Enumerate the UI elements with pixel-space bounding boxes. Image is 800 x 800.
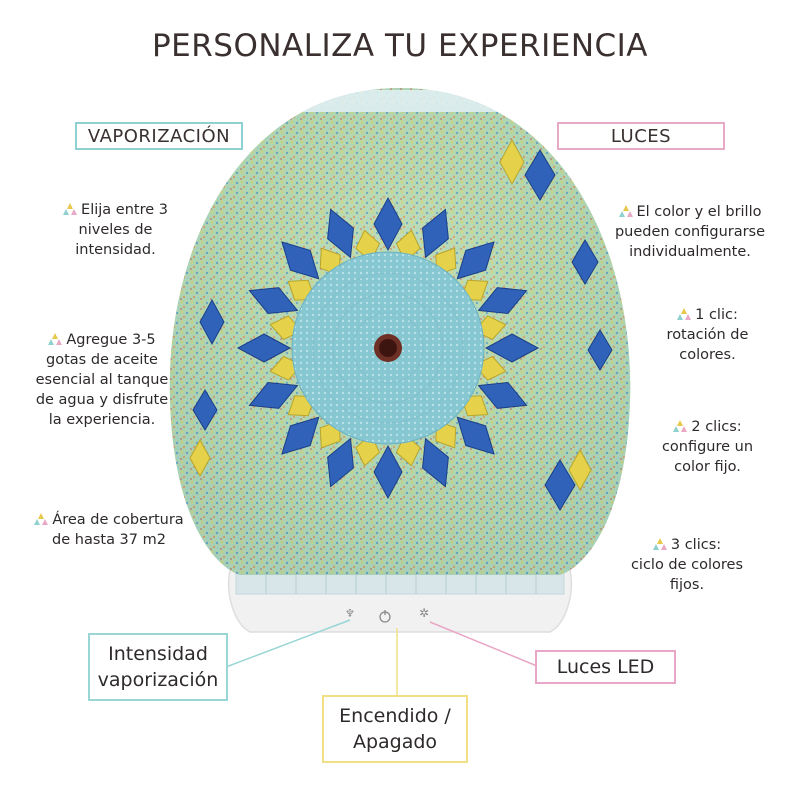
section-luces: LUCES xyxy=(557,122,725,150)
vapor-point-3: Área de cobertura de hasta 37 m2 xyxy=(24,510,194,550)
luces-point-2: 1 clic: rotación de colores. xyxy=(666,307,749,363)
sparkle-icon xyxy=(618,205,633,217)
luces-point-1: El color y el brillo pueden configurarse… xyxy=(614,204,766,260)
power-icon[interactable] xyxy=(379,610,391,622)
sparkle-icon xyxy=(673,420,688,432)
page-title: PERSONALIZA TU EXPERIENCIA xyxy=(151,28,649,64)
luces-point-4: 3 clics: ciclo de colores fijos. xyxy=(630,537,744,593)
sparkle-icon xyxy=(34,513,49,525)
sparkle-icon xyxy=(63,203,78,215)
vapor-point-2: Agregue 3-5 gotas de aceite esencial al … xyxy=(35,332,169,428)
callout-intensidad: Intensidad vaporización xyxy=(88,633,228,701)
sparkle-icon xyxy=(652,538,667,550)
callout-luces-led: Luces LED xyxy=(535,650,676,684)
sparkle-icon xyxy=(677,308,692,320)
callout-encendido: Encendido / Apagado xyxy=(322,695,468,763)
mist-icon[interactable]: ♆ xyxy=(345,607,355,620)
vapor-point-1: Elija entre 3 niveles de intensidad. xyxy=(48,200,183,260)
sparkle-icon xyxy=(48,333,63,345)
luces-point-3: 2 clics: configure un color fijo. xyxy=(661,419,754,475)
section-vaporizacion: VAPORIZACIÓN xyxy=(75,122,243,150)
light-icon[interactable]: ✲ xyxy=(419,606,430,620)
